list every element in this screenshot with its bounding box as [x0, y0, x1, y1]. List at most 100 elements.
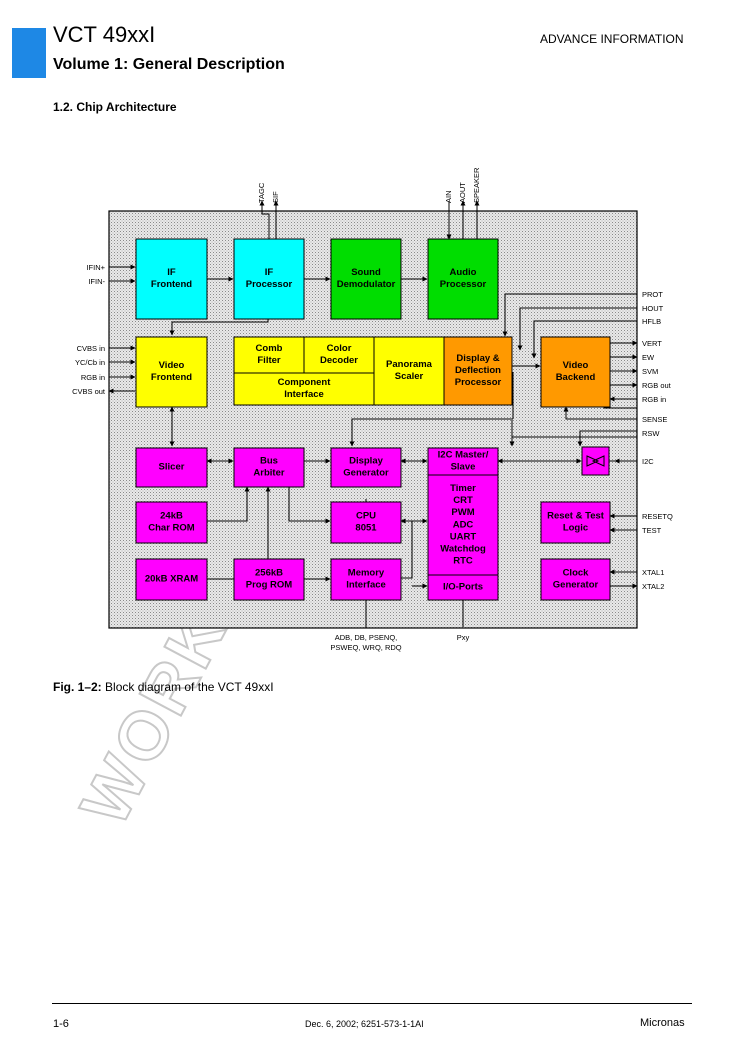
connection-line	[517, 307, 637, 351]
display-deflection-block-label: Deflection	[455, 365, 501, 376]
color-decoder-block-label: Color	[327, 343, 352, 354]
document-reference: Dec. 6, 2002; 6251-573-1-1AI	[305, 1019, 424, 1029]
bus-arbiter-block-label: Bus	[260, 455, 278, 466]
memory-interface-block-label: Memory	[348, 567, 385, 578]
pin-bottom-label: PSWEQ, WRQ, RDQ	[330, 643, 401, 652]
clock-generator-block-label: Clock	[563, 567, 590, 578]
footer-rule	[52, 1003, 692, 1004]
xram-block-label: 20kB XRAM	[145, 574, 198, 585]
volume-title: Volume 1: General Description	[53, 56, 285, 73]
pin-left-label: IFIN-	[88, 277, 105, 286]
component-interface-block-label: Component	[278, 377, 332, 388]
pin-right-label: RGB out	[642, 381, 672, 390]
connection-line	[169, 319, 269, 336]
pin-left-label: RGB in	[81, 373, 105, 382]
pin-right-label: HOUT	[642, 304, 664, 313]
slicer-block-label: Slicer	[159, 462, 185, 473]
if-frontend-block-label: Frontend	[151, 279, 192, 290]
pin-right-label: TEST	[642, 526, 662, 535]
xram-block: 20kB XRAM	[135, 558, 208, 601]
pin-right-label: SVM	[642, 367, 658, 376]
pin-right-label: PROT	[642, 290, 663, 299]
comb-filter-block-label: Filter	[257, 355, 281, 366]
peripherals-block-label: PWM	[451, 507, 474, 518]
comb-filter-block-label: Comb	[256, 343, 283, 354]
pin-bottom-label: Pxy	[457, 633, 470, 642]
connection-line	[577, 430, 637, 447]
figure-caption: Fig. 1–2: Block diagram of the VCT 49xxI	[53, 680, 274, 694]
pin-right-label: XTAL2	[642, 582, 664, 591]
video-backend-block-label: Backend	[556, 372, 596, 383]
slicer-block: Slicer	[135, 447, 208, 488]
panorama-scaler-block-label: Panorama	[386, 359, 433, 370]
chapter-tab	[12, 28, 46, 78]
i2c-master-slave-block-label: I2C Master/	[438, 449, 489, 460]
if-processor-block-label: IF	[265, 267, 274, 278]
peripherals-block-label: UART	[450, 531, 477, 542]
pin-top-label: SPEAKER	[472, 167, 481, 203]
document-title: VCT 49xxI	[53, 22, 156, 47]
i2c-buffer-icon	[581, 446, 610, 476]
cpu-8051-block-label: 8051	[355, 523, 377, 534]
connection-line	[401, 521, 413, 579]
i2c-master-slave-block-label: Slave	[451, 462, 476, 473]
display-deflection-block-label: Processor	[455, 377, 502, 388]
pin-top-label: TAGC	[257, 182, 266, 203]
pin-left-label: IFIN+	[86, 263, 105, 272]
audio-processor-block-label: Processor	[440, 279, 487, 290]
pin-top-label: AOUT	[458, 182, 467, 203]
signal-connections	[108, 200, 638, 628]
video-backend-block-label: Video	[563, 360, 589, 371]
char-rom-block-label: Char ROM	[148, 523, 195, 534]
advance-information-label: ADVANCE INFORMATION	[540, 32, 684, 46]
pin-left-label: YC/Cb in	[75, 358, 105, 367]
pin-top-label: SIF	[271, 191, 280, 203]
pin-left-label: CVBS in	[77, 344, 105, 353]
pin-bottom-label: ADB, DB, PSENQ,	[335, 633, 398, 642]
sound-demodulator-block-label: Sound	[351, 267, 381, 278]
diagram-blocks: IFFrontendIFProcessorSoundDemodulatorAud…	[135, 238, 611, 601]
pin-right-label: SENSE	[642, 415, 667, 424]
peripherals-block-label: CRT	[453, 495, 473, 506]
io-ports-block: I/O-Ports	[427, 574, 499, 601]
pin-left-label: CVBS out	[72, 387, 106, 396]
section-heading: 1.2. Chip Architecture	[53, 100, 177, 114]
company-name: Micronas	[640, 1017, 685, 1029]
reset-test-logic-block-label: Logic	[563, 523, 588, 534]
bus-arbiter-block-label: Arbiter	[253, 468, 284, 479]
peripherals-block-label: Timer	[450, 483, 476, 494]
pin-right-label: EW	[642, 353, 655, 362]
clock-generator-block-label: Generator	[553, 580, 599, 591]
sound-demodulator-block-label: Demodulator	[337, 279, 396, 290]
pin-right-label: RESETQ	[642, 512, 673, 521]
peripherals-block-label: RTC	[453, 556, 473, 567]
pin-right-label: XTAL1	[642, 568, 664, 577]
connection-line	[288, 487, 331, 524]
pin-right-label: HFLB	[642, 317, 661, 326]
memory-interface-block-label: Interface	[346, 580, 386, 591]
audio-processor-block-label: Audio	[450, 267, 477, 278]
component-interface-block-label: Interface	[284, 389, 324, 400]
pin-right-label: I2C	[642, 457, 654, 466]
connection-line	[531, 320, 637, 359]
pin-right-label: RGB in	[642, 395, 666, 404]
video-frontend-block-label: Frontend	[151, 372, 192, 383]
if-frontend-block-label: IF	[167, 267, 176, 278]
io-ports-block-label: I/O-Ports	[443, 582, 483, 593]
pin-right-label: RSW	[642, 429, 660, 438]
